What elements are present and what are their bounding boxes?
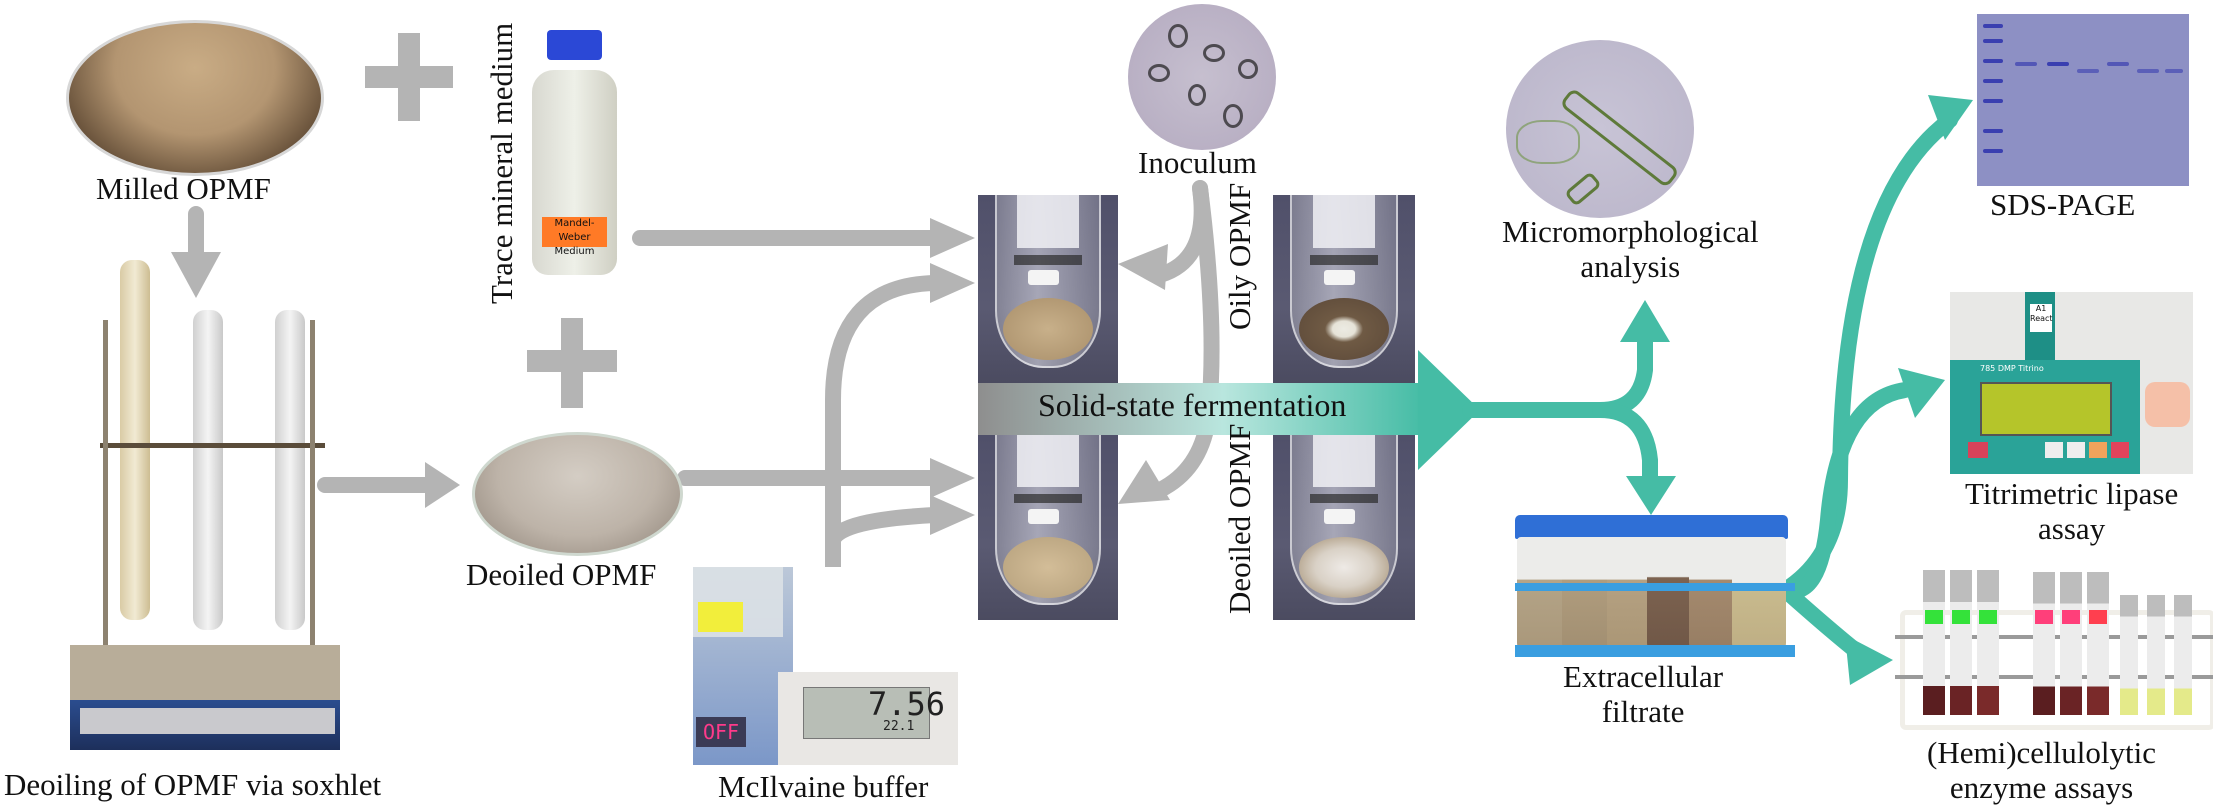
filtrate-label: Extracellular filtrate — [1563, 659, 1724, 729]
arrow-medium-to-flask — [632, 218, 975, 258]
plus-icon-top — [365, 33, 453, 121]
trace-medium-label: Trace mineral medium — [484, 22, 519, 304]
enzyme-assay-label-line2: enzyme assays — [1949, 769, 2134, 805]
micromorphology-label-line2: analysis — [1580, 248, 1681, 284]
buffer-ph-meter-photo: OFF 7.56 22.1 — [693, 567, 958, 765]
sds-page-gel-photo — [1977, 14, 2189, 186]
flask-oily-after — [1273, 195, 1415, 383]
fermentation-banner-arrow — [978, 350, 1480, 470]
arrow-head-enzyme — [1845, 635, 1893, 685]
arrow-to-analyses — [1462, 112, 1958, 658]
lipase-label-line1: Titrimetric lipase — [1965, 476, 2179, 511]
lipase-label: Titrimetric lipase assay — [1965, 476, 2179, 546]
inoculum-label: Inoculum — [1138, 145, 1257, 180]
micromorphology-label-line1: Micromorphological — [1502, 214, 1759, 249]
deoiled-opmf-photo — [472, 432, 683, 556]
enzyme-assay-label-line1: (Hemi)cellulolytic — [1927, 735, 2156, 770]
flask-deoiled-after — [1273, 435, 1415, 620]
arrow-soxhlet-to-deoiled — [317, 462, 460, 508]
arrow-buffer-to-flasks — [825, 275, 943, 578]
deoiled-opmf-label: Deoiled OPMF — [466, 557, 657, 592]
lipase-label-line2: assay — [2038, 510, 2106, 546]
stirrer-display: OFF — [696, 717, 746, 747]
arrow-head-filtrate — [1626, 476, 1676, 515]
deoiled-opmf-flask-label: Deoiled OPMF — [1222, 423, 1257, 614]
sds-page-label: SDS-PAGE — [1990, 187, 2136, 222]
flask-deoiled-before — [978, 435, 1118, 620]
filtrate-label-line1: Extracellular — [1563, 659, 1724, 694]
fermentation-banner-label: Solid-state fermentation — [1038, 387, 1347, 423]
device-name: 785 DMP Titrino — [1980, 364, 2044, 373]
filtrate-label-line2: filtrate — [1601, 693, 1685, 729]
buffer-label: McIlvaine buffer — [718, 769, 929, 804]
arrow-head-micro — [1620, 300, 1670, 342]
milled-opmf-photo — [66, 20, 324, 176]
arrow-inoculum-to-flasks — [1152, 180, 1220, 498]
oily-opmf-label: Oily OPMF — [1222, 182, 1257, 330]
micromorphology-micrograph — [1506, 40, 1694, 218]
titrino-photo: A1 React 785 DMP Titrino — [1950, 292, 2193, 474]
temperature-reading: 22.1 — [883, 719, 915, 734]
soxhlet-photo — [10, 250, 340, 750]
enzyme-assay-label: (Hemi)cellulolytic enzyme assays — [1927, 735, 2156, 805]
arrow-head-sds — [1928, 95, 1973, 140]
soxhlet-label: Deoiling of OPMF via soxhlet — [4, 767, 382, 802]
ph-reading: 7.56 — [868, 685, 946, 723]
medium-bottle-photo: Mandel-Weber Medium — [527, 30, 622, 280]
arrow-milled-to-soxhlet — [171, 206, 221, 298]
arrow-head-lipase — [1898, 368, 1945, 418]
milled-opmf-label: Milled OPMF — [96, 171, 271, 206]
micromorphology-label: Micromorphological analysis — [1502, 214, 1759, 284]
inoculum-micrograph — [1128, 4, 1276, 150]
sample-tag: A1 React — [2030, 304, 2053, 332]
flask-oily-before — [978, 195, 1118, 383]
bottle-label: Mandel-Weber Medium — [542, 217, 607, 257]
arrow-deoiled-to-flask — [677, 458, 975, 498]
enzyme-assay-tubes-photo — [1895, 570, 2213, 732]
filtrate-tubes-photo — [1515, 515, 1795, 660]
plus-icon-middle — [527, 318, 617, 408]
